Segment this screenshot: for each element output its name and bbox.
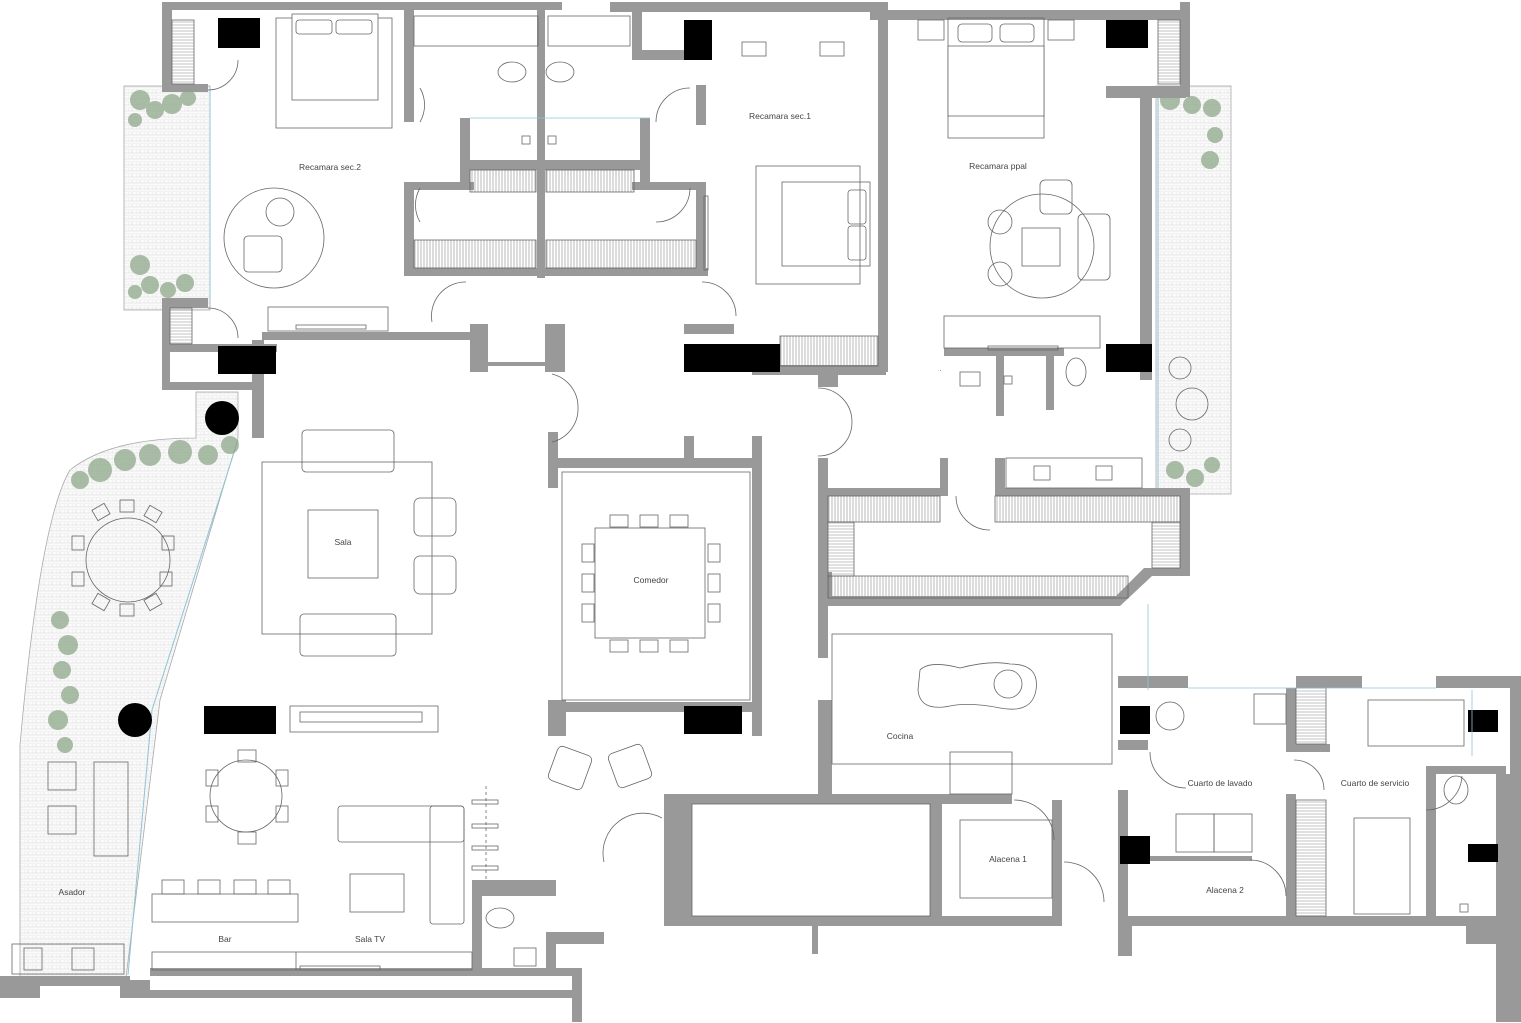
label-cuarto-lavado: Cuarto de lavado xyxy=(1188,778,1253,788)
label-recamara-ppal: Recamara ppal xyxy=(969,161,1027,171)
label-recamara-sec1: Recamara sec.1 xyxy=(749,111,811,121)
terrace-paving xyxy=(19,85,1232,979)
planters xyxy=(48,90,1223,753)
label-asador: Asador xyxy=(59,887,86,897)
columns xyxy=(118,18,1498,864)
room-labels: Recamara sec.2 Recamara sec.1 Recamara p… xyxy=(59,111,1410,944)
label-bar: Bar xyxy=(218,934,231,944)
label-cocina: Cocina xyxy=(887,731,914,741)
label-cuarto-servicio: Cuarto de servicio xyxy=(1341,778,1410,788)
label-sala-tv: Sala TV xyxy=(355,934,385,944)
label-comedor: Comedor xyxy=(634,575,669,585)
label-alacena2: Alacena 2 xyxy=(1206,885,1244,895)
furniture xyxy=(11,13,1473,975)
label-recamara-sec2: Recamara sec.2 xyxy=(299,162,361,172)
label-alacena1: Alacena 1 xyxy=(989,854,1027,864)
label-sala: Sala xyxy=(334,537,351,547)
